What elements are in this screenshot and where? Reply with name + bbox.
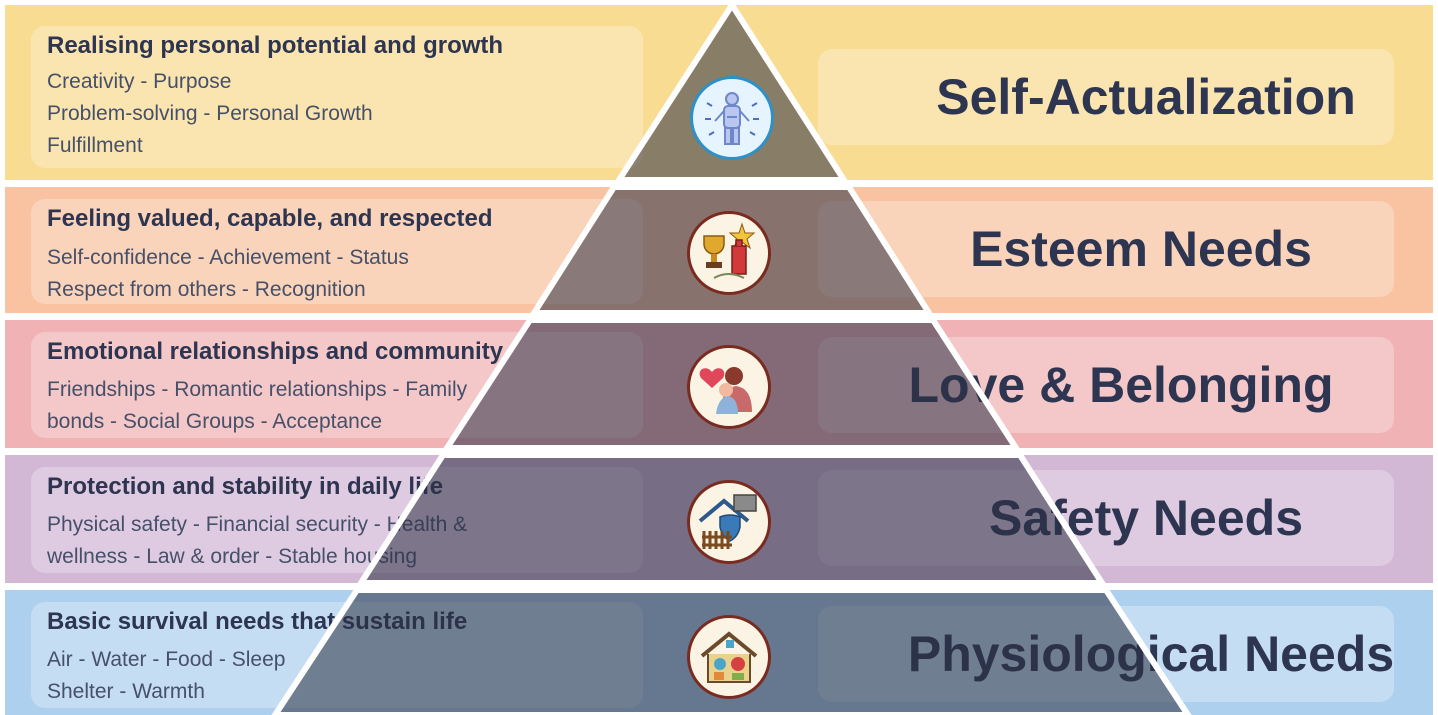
- level-title-card: Physiological Needs: [818, 606, 1394, 702]
- home-food-icon: [687, 615, 771, 699]
- level-title-card: Self-Actualization: [818, 49, 1394, 145]
- house-shield-icon: [687, 480, 771, 564]
- description-title: Basic survival needs that sustain life: [47, 608, 468, 635]
- level-title-card: Love & Belonging: [818, 337, 1394, 433]
- description-card: Basic survival needs that sustain life A…: [31, 602, 643, 708]
- description-title: Realising personal potential and growth: [47, 32, 504, 59]
- description-card: Feeling valued, capable, and respected S…: [31, 199, 643, 304]
- description-line: Creativity - Purpose: [47, 70, 232, 93]
- level-title-card: Esteem Needs: [818, 201, 1394, 297]
- level-title: Safety Needs: [988, 490, 1304, 546]
- description-line: Self-confidence - Achievement - Status: [47, 246, 409, 269]
- description-line: Physical safety - Financial security - H…: [47, 513, 468, 536]
- description-card: Protection and stability in daily life P…: [31, 467, 643, 573]
- description-line: Respect from others - Recognition: [47, 278, 366, 301]
- level-title: Esteem Needs: [970, 221, 1312, 277]
- description-line: Problem-solving - Personal Growth: [47, 102, 373, 125]
- level-title: Self-Actualization: [936, 69, 1356, 125]
- trophy-award-icon: [687, 211, 771, 295]
- description-title: Protection and stability in daily life: [47, 473, 444, 500]
- description-line: Air - Water - Food - Sleep: [47, 648, 286, 671]
- description-card: Emotional relationships and community Fr…: [31, 332, 643, 438]
- description-card: Realising personal potential and growth …: [31, 26, 643, 168]
- description-line: bonds - Social Groups - Acceptance: [47, 410, 383, 433]
- description-title: Emotional relationships and community: [47, 338, 504, 365]
- description-title: Feeling valued, capable, and respected: [47, 205, 493, 232]
- meditating-person-icon: [690, 76, 774, 160]
- description-line: wellness - Law & order - Stable housing: [47, 545, 418, 568]
- hugging-heart-icon: [687, 345, 771, 429]
- level-title: Physiological Needs: [907, 626, 1395, 682]
- description-line: Friendships - Romantic relationships - F…: [47, 378, 468, 401]
- description-line: Shelter - Warmth: [47, 680, 205, 703]
- level-title: Love & Belonging: [908, 357, 1334, 413]
- level-title-card: Safety Needs: [818, 470, 1394, 566]
- description-line: Fulfillment: [47, 134, 143, 157]
